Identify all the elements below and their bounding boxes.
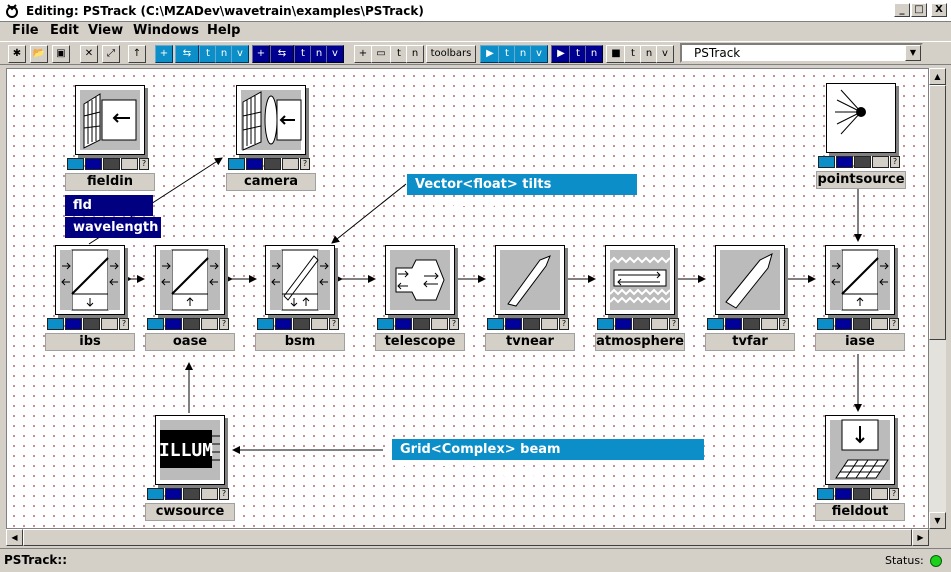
toolbars-button[interactable]: toolbars: [426, 45, 476, 63]
app-icon: [6, 4, 18, 18]
menu-windows[interactable]: Windows: [133, 23, 200, 38]
connector-icon-2[interactable]: ⇆: [270, 45, 294, 63]
new-file-icon[interactable]: ✱: [8, 45, 26, 63]
close-button[interactable]: X: [931, 3, 947, 17]
tb-n-2[interactable]: n: [310, 45, 328, 63]
block-ports[interactable]: ?: [228, 158, 310, 170]
output-port-icon[interactable]: ▶: [551, 45, 571, 63]
status-indicator: [930, 555, 942, 567]
editor-canvas[interactable]: ? fieldin ? camera ? pointsource fld wav…: [6, 68, 929, 529]
block-label: atmosphere: [595, 333, 685, 351]
input-tag-wavelength[interactable]: wavelength: [65, 217, 161, 238]
tb-n-5[interactable]: n: [585, 45, 603, 63]
block-ports[interactable]: ?: [377, 318, 459, 330]
tb-v-6[interactable]: v: [656, 45, 674, 63]
block-ports[interactable]: ?: [147, 488, 229, 500]
up-level-icon[interactable]: ↑: [128, 45, 146, 63]
block-label: fieldout: [815, 503, 905, 521]
horizontal-scrollbar[interactable]: ◀ ▶: [6, 529, 929, 546]
block-label: iase: [815, 333, 905, 351]
menu-file[interactable]: File: [12, 23, 39, 38]
menu-bar: File Edit View Windows Help: [0, 22, 951, 41]
menu-view[interactable]: View: [88, 23, 124, 38]
tilt-vector-icon: [715, 245, 785, 315]
block-ports[interactable]: ?: [817, 488, 899, 500]
scroll-right-icon[interactable]: ▶: [912, 529, 929, 546]
tb-v-2[interactable]: v: [326, 45, 344, 63]
camera-icon: [236, 85, 306, 155]
connector-icon[interactable]: ⇆: [175, 45, 199, 63]
point-source-icon: [826, 83, 896, 153]
tb-t-4[interactable]: t: [498, 45, 516, 63]
field-output-icon: [825, 415, 895, 485]
block-ports[interactable]: ?: [257, 318, 339, 330]
block-ports[interactable]: ?: [707, 318, 789, 330]
block-label: camera: [226, 173, 316, 191]
tb-v-4[interactable]: v: [530, 45, 548, 63]
block-label: bsm: [255, 333, 345, 351]
add-input-icon[interactable]: +: [155, 45, 173, 63]
input-tag-beam[interactable]: Grid<Complex> beam OnesGridC(nxy,dxy): [392, 439, 704, 478]
scroll-left-icon[interactable]: ◀: [6, 529, 23, 546]
telescope-icon: [385, 245, 455, 315]
block-label: ibs: [45, 333, 135, 351]
block-label: tvfar: [705, 333, 795, 351]
menu-help[interactable]: Help: [207, 23, 241, 38]
tb-n-3[interactable]: n: [406, 45, 424, 63]
horizontal-scroll-thumb[interactable]: [23, 529, 912, 546]
field-input-icon: [75, 85, 145, 155]
beam-splitter-icon: [55, 245, 125, 315]
block-ports[interactable]: ?: [47, 318, 129, 330]
block-ports[interactable]: ?: [817, 318, 899, 330]
illum-text: ILLUM: [159, 440, 213, 461]
expand-icon[interactable]: ⤢: [102, 45, 120, 63]
beam-splitter-icon: [825, 245, 895, 315]
toolbar: ✱ 📂 ▣ ✕ ⤢ ↑ + ⇆ t n v + ⇆ t n v + ▭ t n …: [0, 41, 951, 65]
status-path: PSTrack::: [4, 553, 68, 567]
status-bar: PSTrack:: Status:: [0, 548, 951, 572]
block-label: pointsource: [816, 171, 906, 189]
vertical-scrollbar[interactable]: ▲ ▼: [929, 68, 946, 529]
tb-t-6[interactable]: t: [624, 45, 642, 63]
beam-splitter-icon: [155, 245, 225, 315]
add-output-icon[interactable]: +: [252, 45, 270, 63]
minimize-button[interactable]: _: [894, 3, 910, 17]
title-bar: Editing: PSTrack (C:\MZADev\wavetrain\ex…: [0, 0, 951, 22]
add-param-icon[interactable]: +: [354, 45, 372, 63]
system-select-value: PSTrack: [694, 46, 741, 60]
block-ports[interactable]: ?: [67, 158, 149, 170]
vertical-scroll-thumb[interactable]: [929, 85, 946, 340]
block-label: oase: [145, 333, 235, 351]
status-label: Status:: [885, 554, 924, 567]
window-title: Editing: PSTrack (C:\MZADev\wavetrain\ex…: [26, 4, 424, 18]
collapse-icon[interactable]: ✕: [80, 45, 98, 63]
block-label: tvnear: [485, 333, 575, 351]
block-label: cwsource: [145, 503, 235, 521]
scroll-down-icon[interactable]: ▼: [929, 512, 946, 529]
block-label: fieldin: [65, 173, 155, 191]
atmosphere-icon: [605, 245, 675, 315]
block-ports[interactable]: ?: [147, 318, 229, 330]
tilt-vector-icon: [495, 245, 565, 315]
block-label: telescope: [375, 333, 465, 351]
maximize-button[interactable]: □: [911, 3, 927, 17]
illum-source-icon: ILLUM: [155, 415, 225, 485]
param-port-icon[interactable]: ■: [606, 45, 626, 63]
input-tag-fld[interactable]: fld: [65, 195, 153, 216]
input-tag-tilts[interactable]: Vector<float> tilts ZeroVecF(2): [407, 174, 637, 213]
scroll-up-icon[interactable]: ▲: [929, 68, 946, 85]
block-ports[interactable]: ?: [597, 318, 679, 330]
beam-steering-mirror-icon: [265, 245, 335, 315]
tb-n-1[interactable]: n: [215, 45, 233, 63]
block-ports[interactable]: ?: [818, 156, 900, 168]
param-icon[interactable]: ▭: [371, 45, 391, 63]
system-select[interactable]: PSTrack ▼: [680, 43, 923, 63]
input-port-icon[interactable]: ▶: [480, 45, 500, 63]
block-ports[interactable]: ?: [487, 318, 569, 330]
save-icon[interactable]: ▣: [52, 45, 70, 63]
chevron-down-icon[interactable]: ▼: [905, 45, 921, 61]
menu-edit[interactable]: Edit: [50, 23, 79, 38]
open-folder-icon[interactable]: 📂: [30, 45, 48, 63]
tb-v-1[interactable]: v: [231, 45, 249, 63]
